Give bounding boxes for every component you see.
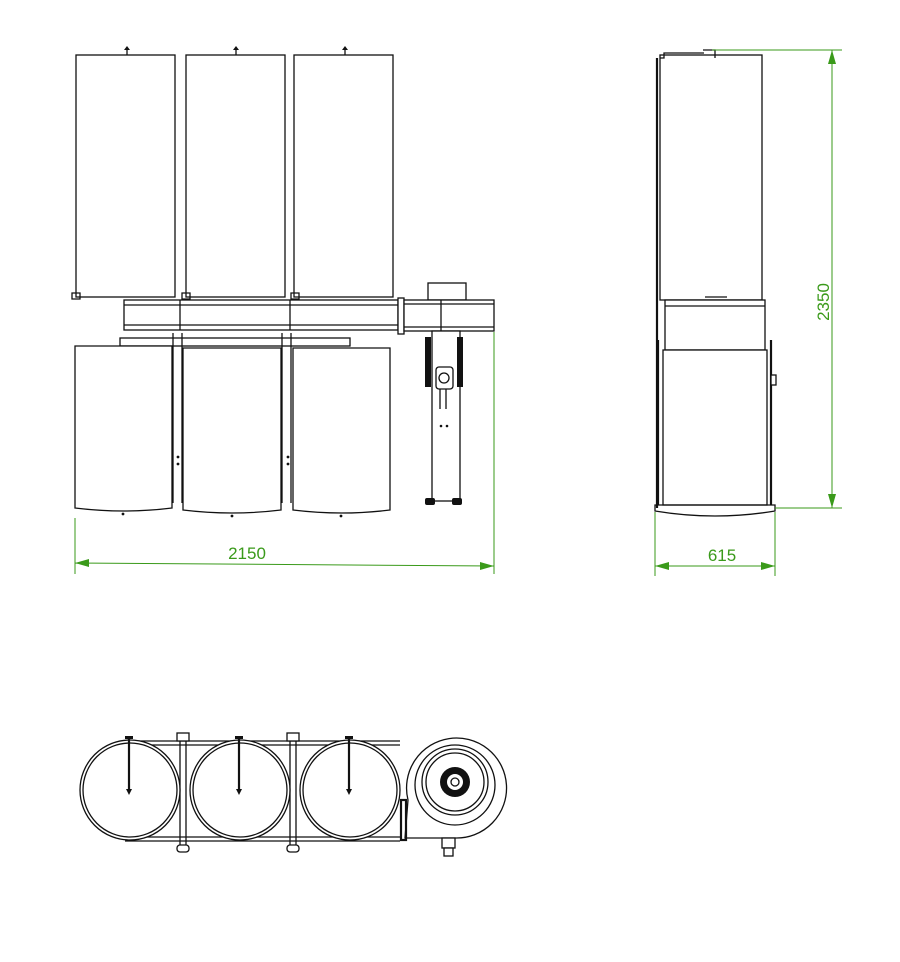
depth-dimension-label: 615 xyxy=(708,546,736,565)
support-frame xyxy=(119,333,351,503)
width-dimension-label: 2150 xyxy=(228,544,266,563)
fan-top xyxy=(399,737,508,857)
manifold-duct xyxy=(123,297,405,335)
width-dimension: 2150 xyxy=(74,332,495,574)
side-view: 2350 615 xyxy=(654,49,842,576)
depth-dimension: 615 xyxy=(654,512,776,576)
top-view xyxy=(79,732,508,857)
filter-bags-upper xyxy=(71,46,394,300)
height-dimension-label: 2350 xyxy=(814,283,833,321)
height-dimension: 2350 xyxy=(712,49,842,509)
collection-bins xyxy=(74,345,391,518)
front-view: 2150 xyxy=(71,46,495,574)
fan-housing xyxy=(403,282,495,505)
